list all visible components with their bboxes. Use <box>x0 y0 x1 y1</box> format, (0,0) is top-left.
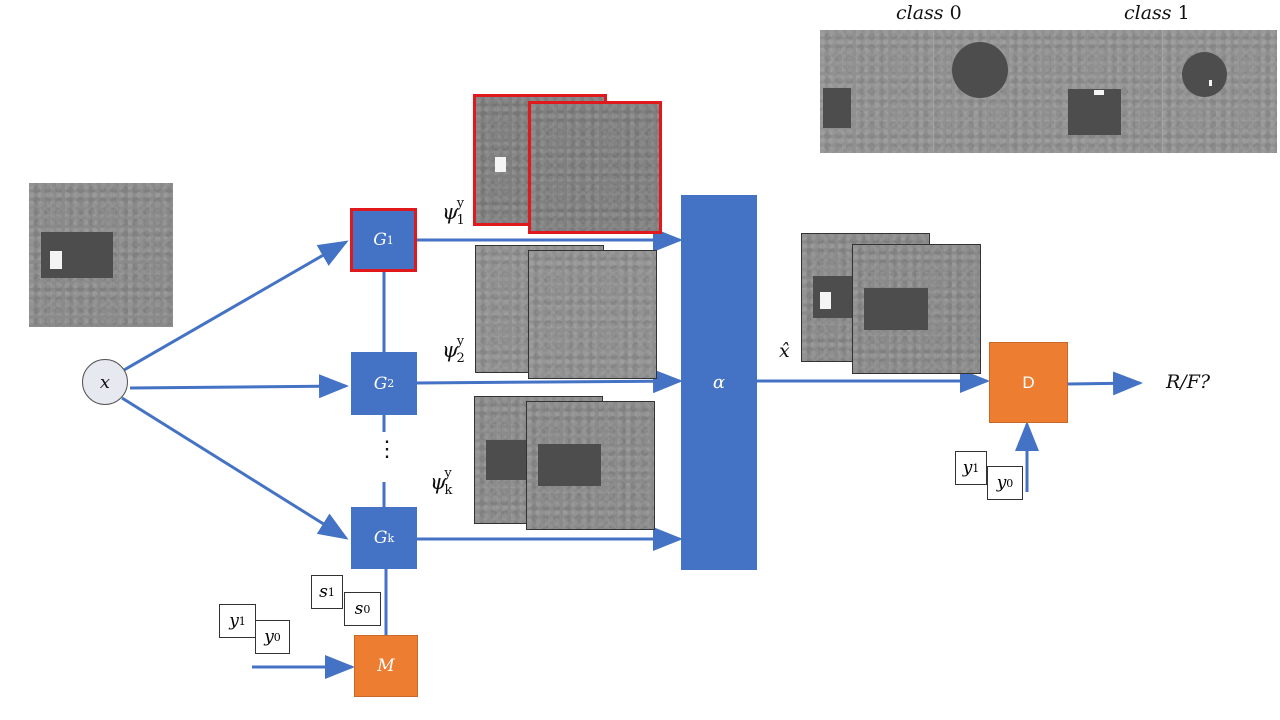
psi-k-label: ψky <box>430 466 453 499</box>
class1-example-rect-spot <box>1094 90 1104 95</box>
class0-example-rect <box>823 88 851 128</box>
arrow-x-gk <box>121 396 349 540</box>
psi-2-image-front <box>528 250 657 379</box>
class1-example-circle-spot <box>1209 80 1212 86</box>
mask-m: M <box>354 635 418 697</box>
psi-k-front-rect <box>538 444 601 486</box>
class-strip-seam-1 <box>933 30 934 153</box>
class0-example-circle <box>952 42 1008 98</box>
class-0-title: class 0 <box>896 2 962 24</box>
class1-example-circle <box>1182 52 1227 97</box>
input-symbol: x <box>99 371 111 393</box>
real-fake-output: R/F? <box>1166 371 1211 393</box>
class-examples-strip <box>820 30 1277 153</box>
mask-label: M <box>377 656 395 676</box>
arrow-x-g1 <box>123 240 349 372</box>
psi-1-spot <box>495 157 506 172</box>
xhat-front-rect <box>864 288 928 330</box>
class1-example-rect <box>1068 89 1121 135</box>
input-image-spot <box>50 251 62 269</box>
xhat-label: x̂ <box>779 340 790 362</box>
arrow-d-out <box>1067 371 1143 396</box>
class-strip-seam-2 <box>1162 30 1163 153</box>
xhat-image-front <box>852 244 981 374</box>
gk-label: G <box>373 528 388 548</box>
psi-2-label: ψ2y <box>442 334 465 367</box>
alpha-combiner: α <box>681 195 757 570</box>
alpha-label: α <box>712 372 726 393</box>
input-image <box>29 183 173 327</box>
g2-label: G <box>373 373 388 394</box>
gk-sub: k <box>387 531 395 545</box>
class-1-title: class 1 <box>1124 2 1190 24</box>
input-node: x <box>82 359 128 405</box>
xhat-back-spot <box>820 292 831 309</box>
arrow-g2-alpha <box>416 369 683 394</box>
psi-1-image-front <box>528 101 662 234</box>
g1-sub: 1 <box>386 233 394 247</box>
discriminator-d: D <box>989 342 1068 423</box>
psi-1-label: ψ1y <box>442 196 465 229</box>
arrow-x-g2 <box>129 374 349 399</box>
generator-ellipsis: ⋮ <box>376 437 398 462</box>
psi-k-image-front <box>526 401 655 530</box>
g2-sub: 2 <box>387 377 395 390</box>
discriminator-label: D <box>1022 372 1035 392</box>
g1-label: G <box>373 230 387 250</box>
